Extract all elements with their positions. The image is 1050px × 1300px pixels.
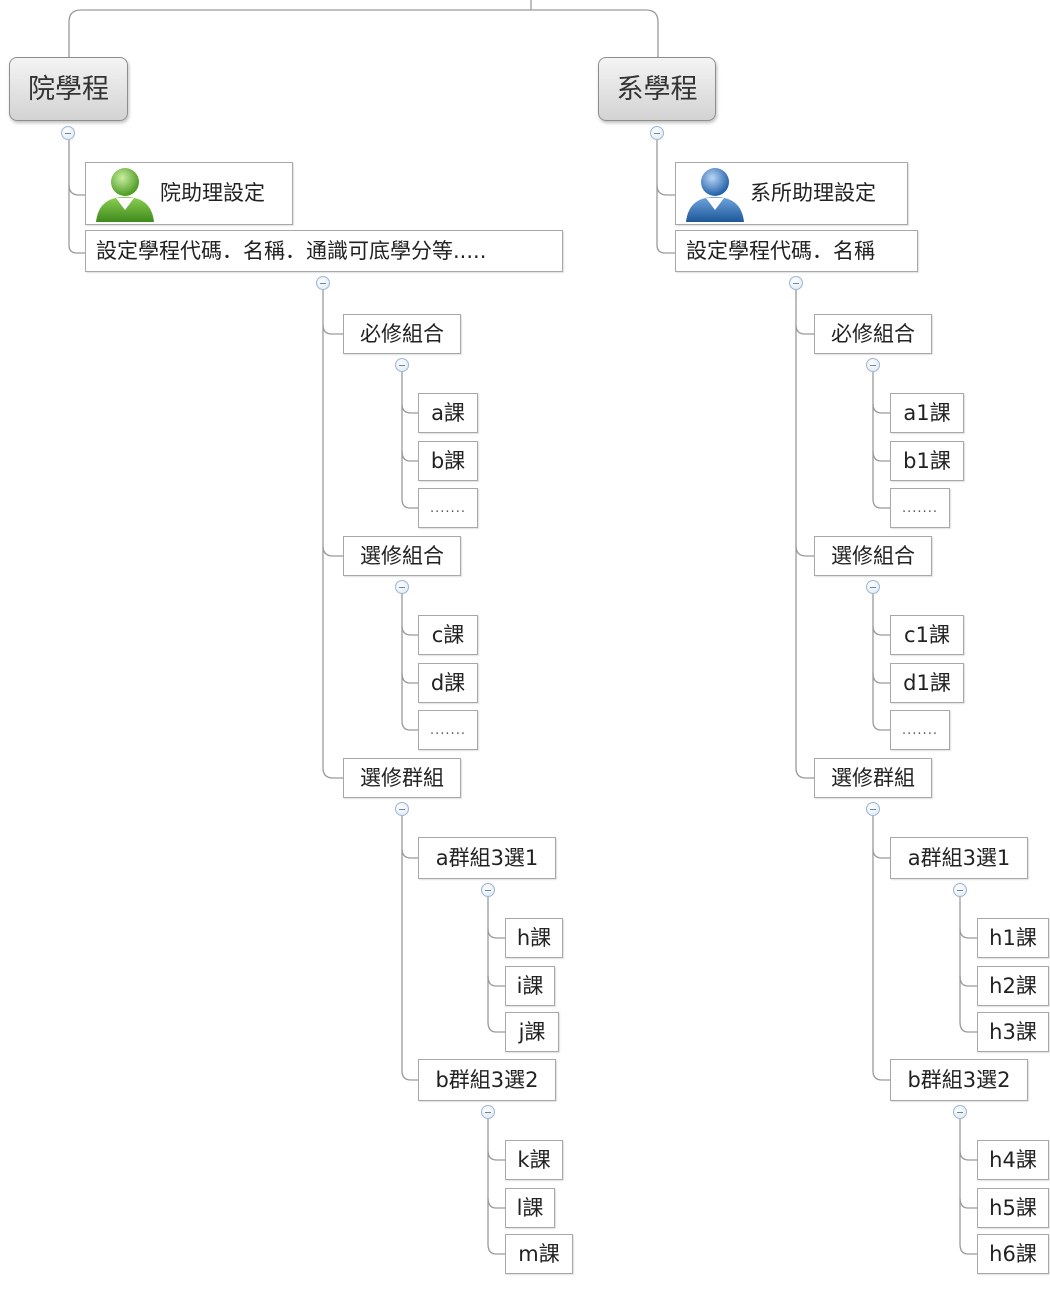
assistant-label: 院助理設定 xyxy=(160,181,265,205)
connector-line xyxy=(872,594,890,636)
course-node[interactable]: h5課 xyxy=(977,1188,1049,1228)
connector-line xyxy=(322,290,343,335)
assistant-node-college[interactable]: 院助理設定 xyxy=(85,162,293,225)
connector-line xyxy=(68,9,659,57)
course-node[interactable]: b課 xyxy=(418,441,478,481)
more-courses-node[interactable]: ....... xyxy=(418,710,478,750)
connector-line xyxy=(401,673,418,731)
connector-line xyxy=(401,849,418,1081)
connector-line xyxy=(401,372,418,414)
course-node[interactable]: c1課 xyxy=(890,615,964,655)
course-node[interactable]: i課 xyxy=(505,966,555,1006)
course-node[interactable]: h課 xyxy=(505,918,563,958)
setting-node[interactable]: 設定學程代碼．名稱 xyxy=(675,230,918,272)
connector-line xyxy=(68,185,85,254)
collapse-icon[interactable] xyxy=(61,126,75,140)
connector-line xyxy=(401,451,418,509)
collapse-icon[interactable] xyxy=(866,358,880,372)
branch-title-department[interactable]: 系學程 xyxy=(598,57,716,121)
course-node[interactable]: h6課 xyxy=(977,1234,1049,1274)
connector-line xyxy=(872,816,890,859)
connector-line xyxy=(656,140,675,196)
connector-line xyxy=(322,325,343,557)
collapse-icon[interactable] xyxy=(866,802,880,816)
collapse-icon[interactable] xyxy=(481,883,495,897)
course-node[interactable]: h3課 xyxy=(977,1012,1049,1052)
connector-line xyxy=(795,546,814,779)
collapse-icon[interactable] xyxy=(395,802,409,816)
connector-line xyxy=(959,1119,977,1161)
connector-line xyxy=(487,1119,505,1161)
assistant-label: 系所助理設定 xyxy=(750,181,876,205)
connector-line xyxy=(401,816,418,859)
connector-line xyxy=(872,372,890,414)
branch-title-college[interactable]: 院學程 xyxy=(9,57,128,121)
connector-line xyxy=(795,290,814,335)
required-combo-node[interactable]: 必修組合 xyxy=(343,314,461,354)
collapse-icon[interactable] xyxy=(789,276,803,290)
collapse-icon[interactable] xyxy=(953,1105,967,1119)
connector-line xyxy=(401,594,418,636)
elective-combo-node[interactable]: 選修組合 xyxy=(343,536,461,576)
setting-node[interactable]: 設定學程代碼．名稱．通識可底學分等..... xyxy=(85,230,563,272)
assistant-node-department[interactable]: 系所助理設定 xyxy=(675,162,908,225)
course-node[interactable]: h4課 xyxy=(977,1140,1049,1180)
course-node[interactable]: d1課 xyxy=(890,663,964,703)
course-node[interactable]: c課 xyxy=(418,615,478,655)
connector-line xyxy=(872,849,890,1081)
collapse-icon[interactable] xyxy=(316,276,330,290)
course-node[interactable]: m課 xyxy=(505,1234,573,1274)
course-node[interactable]: a課 xyxy=(418,393,478,433)
subgroup-node[interactable]: b群組3選2 xyxy=(418,1059,556,1101)
collapse-icon[interactable] xyxy=(481,1105,495,1119)
connector-line xyxy=(872,451,890,509)
course-node[interactable]: l課 xyxy=(505,1188,555,1228)
connector-line xyxy=(487,897,505,939)
blue-person-icon xyxy=(686,167,744,222)
course-node[interactable]: a1課 xyxy=(890,393,964,433)
connector-line xyxy=(872,673,890,731)
collapse-icon[interactable] xyxy=(650,126,664,140)
collapse-icon[interactable] xyxy=(395,580,409,594)
collapse-icon[interactable] xyxy=(866,580,880,594)
more-courses-node[interactable]: ....... xyxy=(418,488,478,528)
connector-line xyxy=(68,140,85,196)
green-person-icon xyxy=(96,167,154,222)
course-node[interactable]: h2課 xyxy=(977,966,1049,1006)
connector-line xyxy=(959,1198,977,1255)
course-node[interactable]: k課 xyxy=(505,1140,563,1180)
more-courses-node[interactable]: ....... xyxy=(890,488,950,528)
connector-line xyxy=(487,976,505,1033)
elective-group-node[interactable]: 選修群組 xyxy=(814,758,932,798)
course-node[interactable]: b1課 xyxy=(890,441,964,481)
subgroup-node[interactable]: a群組3選1 xyxy=(418,837,556,879)
collapse-icon[interactable] xyxy=(395,358,409,372)
elective-group-node[interactable]: 選修群組 xyxy=(343,758,461,798)
required-combo-node[interactable]: 必修組合 xyxy=(814,314,932,354)
collapse-icon[interactable] xyxy=(953,883,967,897)
more-courses-node[interactable]: ....... xyxy=(890,710,950,750)
connector-line xyxy=(487,1198,505,1255)
connector-line xyxy=(959,897,977,939)
course-node[interactable]: j課 xyxy=(505,1012,559,1052)
elective-combo-node[interactable]: 選修組合 xyxy=(814,536,932,576)
subgroup-node[interactable]: a群組3選1 xyxy=(890,837,1028,879)
course-node[interactable]: d課 xyxy=(418,663,478,703)
subgroup-node[interactable]: b群組3選2 xyxy=(890,1059,1028,1101)
connector-line xyxy=(795,325,814,557)
course-node[interactable]: h1課 xyxy=(977,918,1049,958)
connector-line xyxy=(322,546,343,779)
connector-line xyxy=(656,185,675,254)
connector-line xyxy=(959,976,977,1033)
